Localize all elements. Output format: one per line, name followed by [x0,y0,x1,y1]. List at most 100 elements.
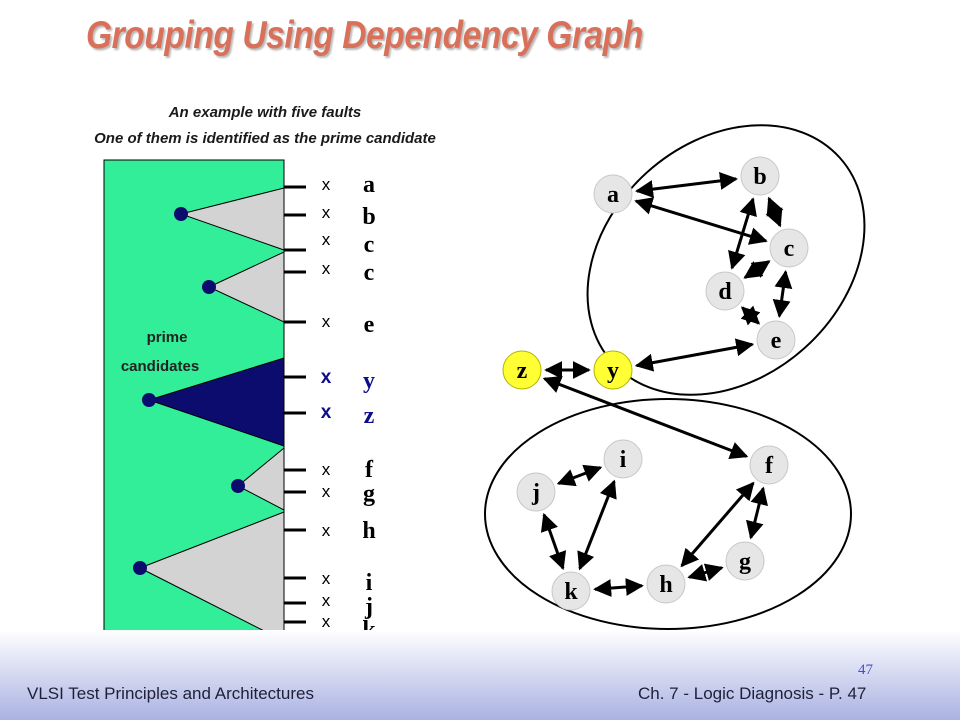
subtitle-line-1: An example with five faults [168,104,362,121]
prime-candidate-cone [147,357,285,447]
edge-b-d [728,197,757,270]
edge-y-e [634,338,755,372]
node-circle [502,350,542,390]
node-label: c [784,236,795,262]
node-circle [603,439,643,479]
edge-i-j [556,464,603,487]
node-circle [593,174,633,214]
footer-course-title: VLSI Test Principles and Architectures [27,684,314,703]
node-label: d [718,279,732,305]
edge-h-f [680,481,755,568]
subtitle-line-2: One of them is identified as the prime c… [94,130,436,147]
edge-j-k [540,512,567,571]
node-circle [740,156,780,196]
node-k: k [551,571,591,611]
node-f: f [749,445,789,485]
fault-label-c: c [364,260,375,286]
node-c: c [769,228,809,268]
prime-label-line-2: candidates [121,358,199,375]
fanin-cone-2 [207,251,285,323]
circuit-panel: prime candidates x a x b x c x c x e x y x z x f x g x h x i x… [103,159,376,643]
prime-label-line-1: prime [147,329,188,346]
fault-mark: x [322,482,331,501]
edge-a-b [635,171,738,199]
node-circle [749,445,789,485]
fault-label-i: i [366,570,373,596]
fault-label-g: g [363,481,375,507]
edge-i-k [577,479,617,571]
node-circle [725,541,765,581]
node-i: i [603,439,643,479]
node-label: b [753,164,766,190]
fanin-cone-1 [179,187,285,251]
fanin-cone-4 [237,446,285,511]
node-j: j [516,472,556,512]
dependency-graph: a b c d e z y i f j g h k [484,124,866,630]
fault-mark: x [322,259,331,278]
node-label: i [620,447,627,473]
edge-f-g [746,486,768,540]
fault-mark: x [322,312,331,331]
fault-site-dot [142,393,156,407]
node-label: f [765,453,774,479]
node-label: e [771,328,782,354]
node-label: k [564,579,578,605]
edge-c-d [743,260,771,279]
node-g: g [725,541,765,581]
fault-mark: x [322,175,331,194]
node-z: z [502,350,542,390]
node-label: a [607,182,619,208]
node-h: h [646,564,686,604]
edge-z-f [542,376,749,459]
edge-b-c [765,196,784,228]
node-b: b [740,156,780,196]
primary-outputs: xaxbxcxcxexyxzxfxgxhxixjxk [284,172,376,643]
fault-mark: x [321,367,332,388]
fault-site-dot [174,207,188,221]
node-y: y [593,350,633,390]
node-circle [756,320,796,360]
node-label: y [607,358,619,384]
slide-title: Grouping Using Dependency Graph [86,14,643,57]
fault-mark: x [321,402,332,423]
fault-label-f: f [365,457,374,483]
fault-label-c: c [364,232,375,258]
node-a: a [593,174,633,214]
node-circle [705,271,745,311]
edge-c-e [772,269,793,319]
page-number: 47 [858,662,873,678]
fault-label-y: y [363,368,375,394]
fault-label-h: h [362,518,375,544]
fault-mark: x [322,203,331,222]
footer-chapter-page: Ch. 7 - Logic Diagnosis - P. 47 [638,684,867,703]
node-circle [593,350,633,390]
node-label: z [517,358,528,384]
fault-label-z: z [364,403,375,429]
fault-label-b: b [362,204,375,230]
edge-k-h [593,577,644,598]
footer-band [0,630,960,720]
fault-mark: x [322,521,331,540]
node-label: h [659,572,672,598]
fault-site-dot [231,479,245,493]
group-ellipse-upper [586,124,866,396]
node-circle [551,571,591,611]
node-circle [646,564,686,604]
fault-site-dot [133,561,147,575]
fault-mark: x [322,591,331,610]
fault-mark: x [322,612,331,631]
node-e: e [756,320,796,360]
fault-label-e: e [364,312,375,338]
node-circle [769,228,809,268]
fault-label-j: j [364,594,373,620]
graph-nodes: a b c d e z y i f j g h k [502,156,809,611]
fault-mark: x [322,230,331,249]
node-circle [516,472,556,512]
node-label: g [739,549,751,575]
fault-mark: x [322,460,331,479]
edge-d-e [740,305,761,326]
edge-h-g [687,563,724,582]
fault-label-a: a [363,172,375,198]
fault-mark: x [322,569,331,588]
